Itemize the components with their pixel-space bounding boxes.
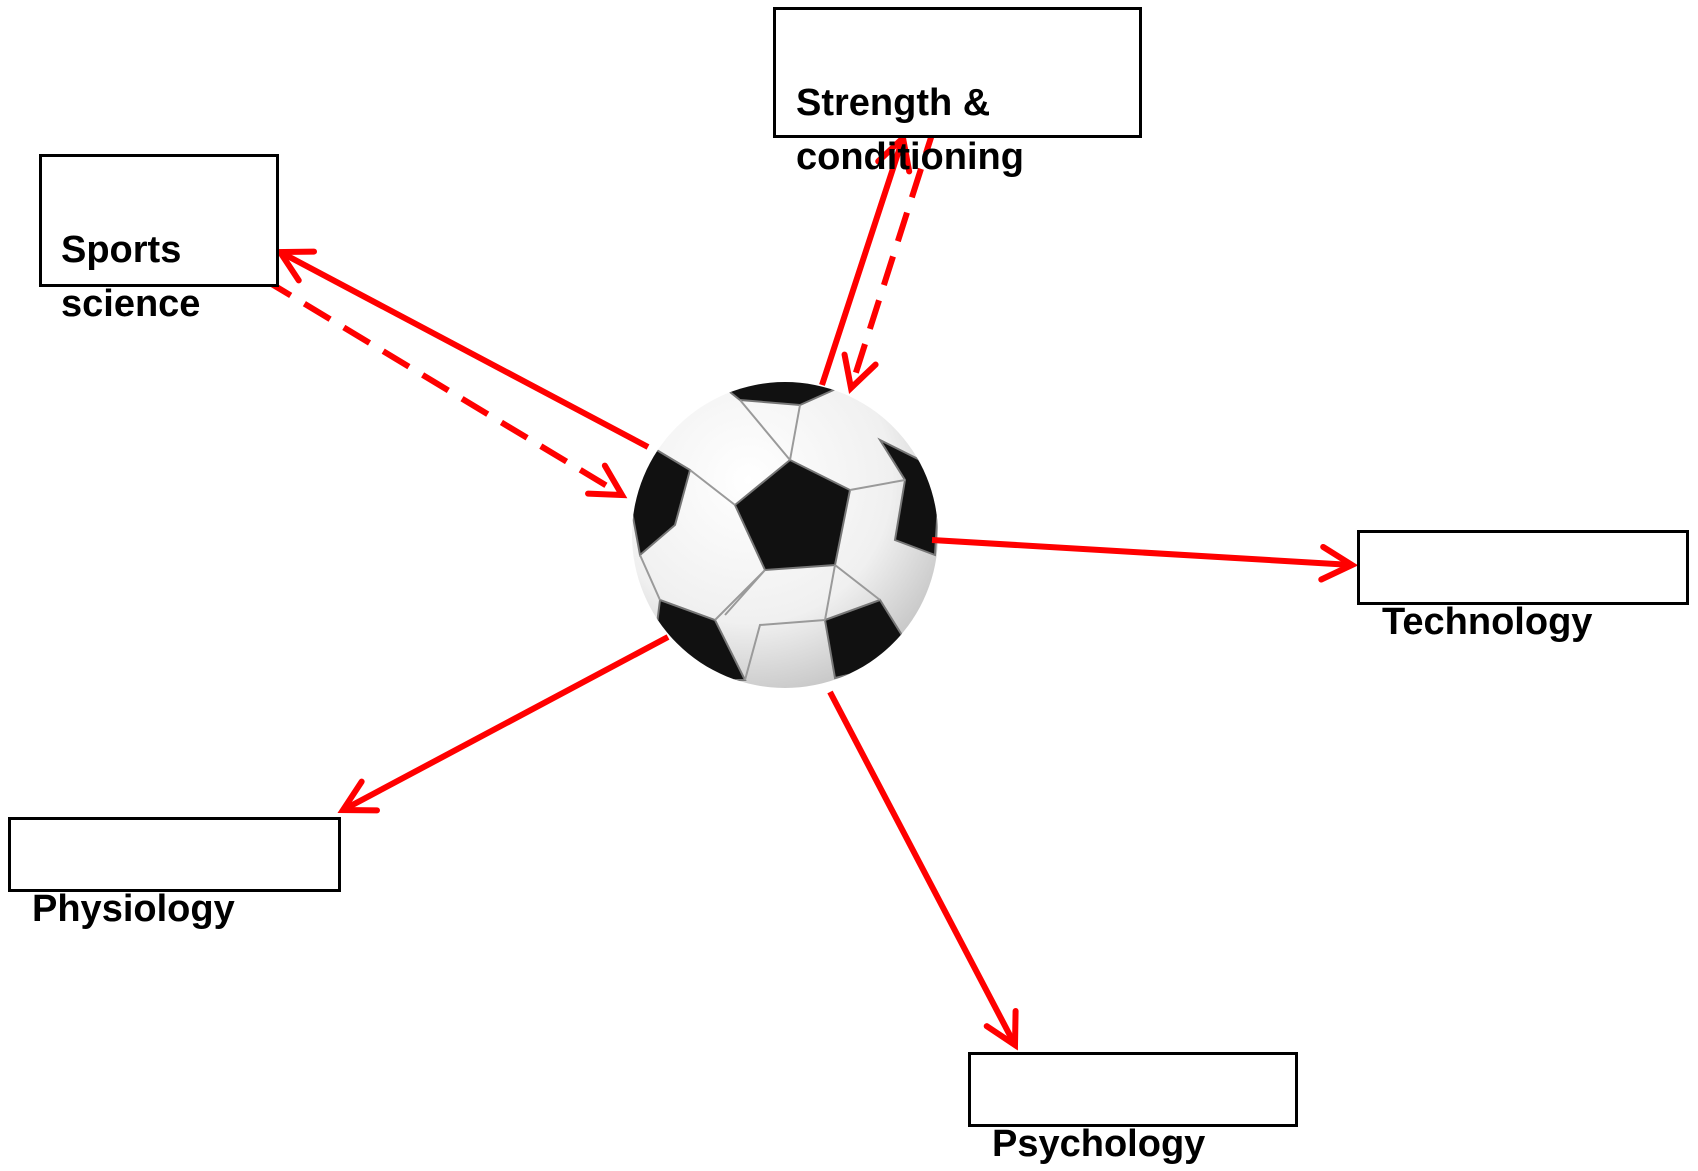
arrow-ball-to-physiology [337,634,670,814]
arrow-layer [263,124,1359,1051]
arrow-sports-to-ball [263,277,628,499]
node-label: Sports science [61,229,201,325]
arrowhead-icon [875,132,913,175]
node-sports-science: Sports science [39,154,279,325]
arrowhead-icon [1318,543,1359,583]
node-strength-conditioning: Strength & conditioning [773,7,1142,178]
arrow-ball-to-psychology [827,690,1019,1051]
node-label: Physiology [32,888,235,930]
node-technology: Technology [1357,530,1689,643]
node-psychology: Psychology [968,1052,1298,1165]
node-label: Strength & conditioning [796,82,1024,178]
arrowhead-icon [337,778,380,814]
arrow-ball-to-sports [274,248,650,450]
node-label: Psychology [992,1123,1206,1165]
node-physiology: Physiology [8,817,341,930]
arrowhead-icon [983,1008,1019,1051]
node-label: Technology [1382,601,1593,643]
soccer-ball-icon [632,382,938,688]
arrowhead-icon [274,248,317,284]
diagram-svg [263,124,1359,1051]
arrow-strength-to-ball [841,124,938,394]
arrow-ball-to-technology [931,537,1359,583]
diagram-canvas: Strength & conditioning Sports science T… [8,7,1689,1165]
arrowhead-icon [841,351,879,394]
arrowhead-icon [585,462,628,499]
arrow-ball-to-strength [819,132,913,386]
